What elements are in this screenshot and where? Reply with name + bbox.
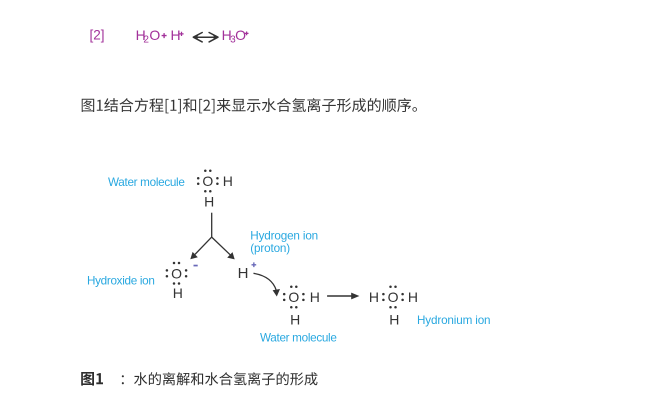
svg-text:O: O xyxy=(149,27,160,43)
svg-text:Water molecule: Water molecule xyxy=(260,332,337,345)
svg-text:2: 2 xyxy=(143,35,149,46)
svg-text:O: O xyxy=(288,289,299,305)
svg-text:H: H xyxy=(223,173,233,189)
svg-text:H: H xyxy=(238,265,249,282)
svg-text:H: H xyxy=(222,27,232,43)
svg-text:H: H xyxy=(136,27,146,43)
svg-text:H: H xyxy=(310,289,320,305)
svg-text:H: H xyxy=(171,27,181,43)
svg-text:H: H xyxy=(204,193,214,209)
svg-text:H: H xyxy=(369,289,379,305)
svg-text:Hydrogen ion: Hydrogen ion xyxy=(250,229,318,242)
svg-text:[2]: [2] xyxy=(90,28,105,43)
svg-text:H: H xyxy=(389,311,399,327)
svg-text:(proton): (proton) xyxy=(250,242,290,255)
svg-text:H: H xyxy=(408,289,418,305)
svg-text:O: O xyxy=(235,27,246,43)
svg-text:O: O xyxy=(388,289,399,305)
svg-text:H: H xyxy=(290,311,300,327)
svg-text:H: H xyxy=(173,285,183,301)
svg-text:O: O xyxy=(171,265,182,281)
svg-text:3: 3 xyxy=(230,35,236,46)
svg-text:O: O xyxy=(202,173,213,189)
svg-text:Water molecule: Water molecule xyxy=(108,176,185,189)
svg-text:Hydroxide ion: Hydroxide ion xyxy=(87,275,155,288)
svg-text:Hydronium ion: Hydronium ion xyxy=(417,314,490,327)
